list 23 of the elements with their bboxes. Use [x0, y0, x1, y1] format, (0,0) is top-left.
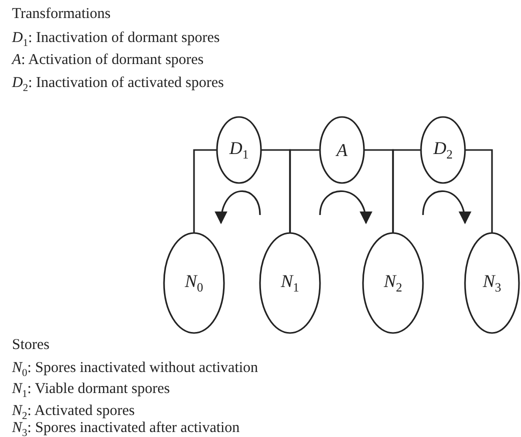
connector-line [193, 149, 217, 233]
legend-text: A: Activation of dormant spores [12, 51, 204, 69]
node-symbol: N$_{3}$ [482, 270, 502, 296]
flow-arrow [422, 190, 470, 224]
legend-text: D$_{1}$: Inactivation of dormant spores [12, 29, 220, 51]
legend-text: D$_{2}$: Inactivation of activated spores [12, 74, 224, 96]
section-heading: Stores [12, 336, 50, 354]
node-symbol: A [336, 140, 348, 160]
legend-text: N$_{2}$: Activated spores [12, 402, 135, 422]
connector-line [465, 149, 493, 233]
section-heading: Transformations [12, 5, 111, 23]
node-symbol: N$_{2}$ [384, 270, 402, 296]
node-symbol: D$_{2}$ [433, 138, 453, 162]
legend-text: N$_{0}$: Spores inactivated without activation [12, 359, 258, 381]
connector-line [289, 149, 320, 233]
node-symbol: N$_{1}$ [280, 270, 300, 296]
legend-text: N$_{1}$: Viable dormant spores [12, 380, 170, 402]
flow-arrow [216, 190, 261, 224]
node-symbol: D$_{1}$ [229, 138, 249, 162]
flow-arrow [319, 190, 372, 224]
node-symbol: N$_{0}$ [184, 270, 204, 296]
connector-line [392, 149, 421, 233]
legend-text: N$_{3}$: Spores inactivated after activation [12, 419, 240, 437]
